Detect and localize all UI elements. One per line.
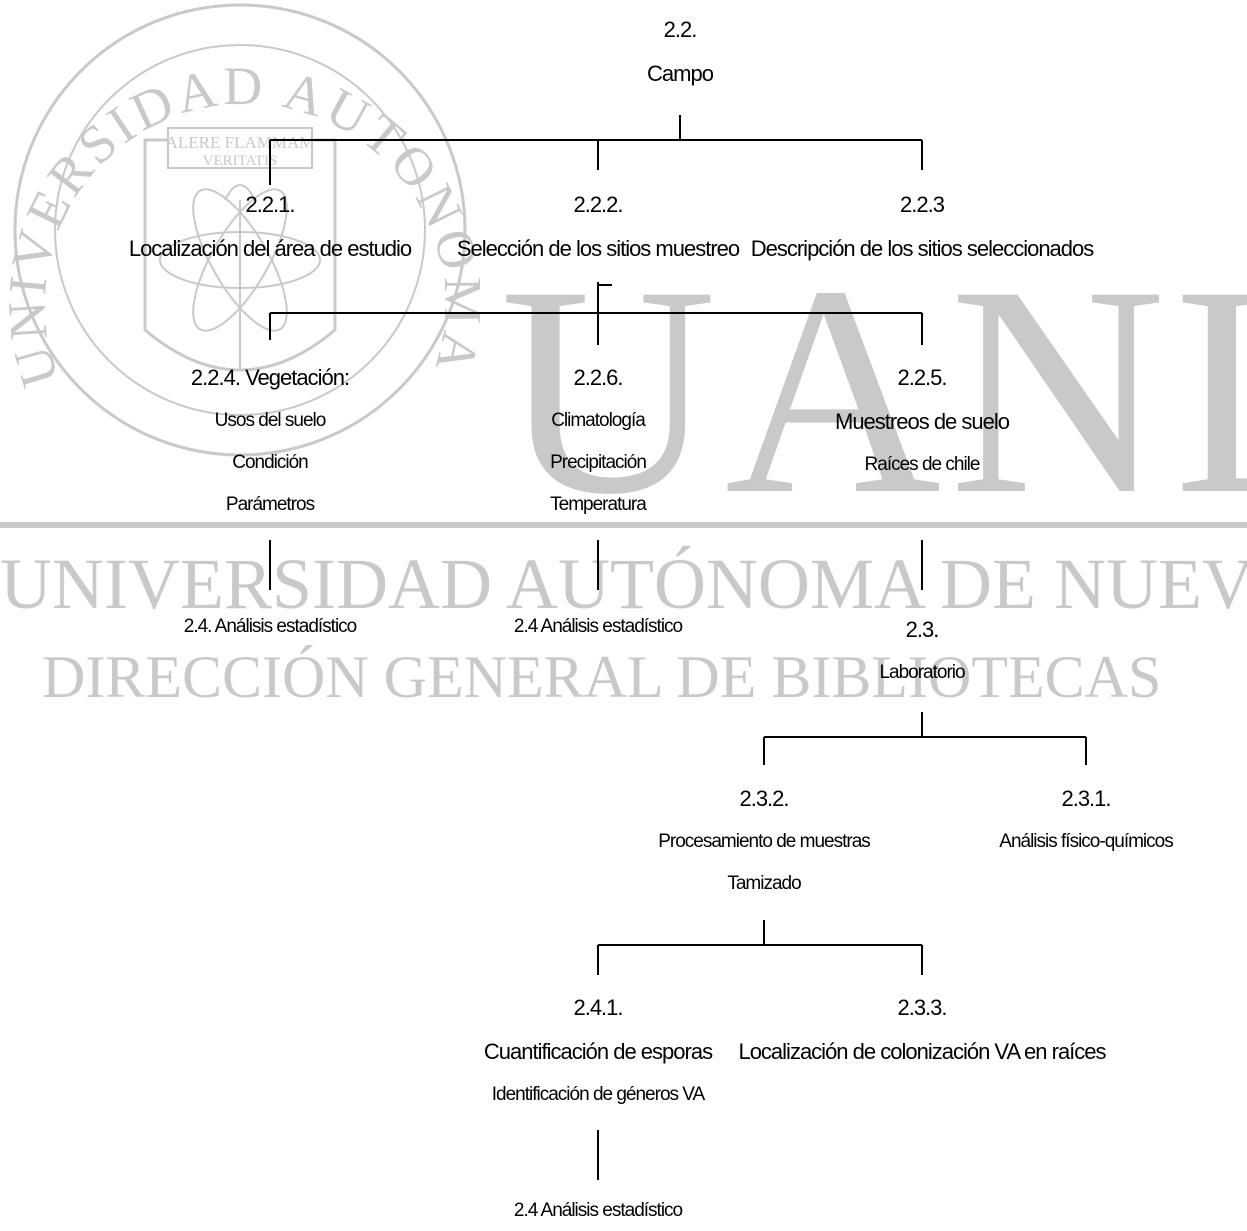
node-number: 2.2.6. bbox=[573, 365, 623, 390]
node-number: 2.2. bbox=[663, 17, 698, 42]
node-item: Climatología bbox=[551, 410, 646, 431]
node-item: Raíces de chile bbox=[864, 454, 981, 475]
node-campo: 2.2. Campo bbox=[647, 8, 714, 96]
node-vegetacion: 2.2.4. Vegetación: Usos del suelo Condic… bbox=[190, 356, 350, 526]
node-title: Campo bbox=[647, 61, 714, 86]
node-title: Análisis físico-químicos bbox=[999, 831, 1173, 852]
node-item: Precipitación bbox=[550, 452, 647, 473]
node-number: 2.2.2. bbox=[573, 192, 623, 217]
node-item: Condición bbox=[232, 452, 309, 473]
node-number: 2.2.3 bbox=[900, 192, 945, 217]
node-number: 2.3.2. bbox=[739, 786, 789, 811]
node-title: Muestreos de suelo bbox=[835, 409, 1010, 434]
node-number: 2.3.3. bbox=[897, 995, 947, 1020]
node-title: Laboratorio bbox=[879, 662, 965, 683]
node-analisis-estadistico: 2.4 Análisis estadístico bbox=[513, 1190, 683, 1231]
node-title: 2.4 Análisis estadístico bbox=[513, 616, 683, 637]
node-item: Temperatura bbox=[550, 494, 647, 515]
node-item: Tamizado bbox=[727, 873, 801, 894]
node-muestreos-suelo: 2.2.5. Muestreos de suelo Raíces de chil… bbox=[835, 356, 1010, 486]
node-number: 2.4.1. bbox=[573, 995, 623, 1020]
node-cuantificacion-esporas: 2.4.1. Cuantificación de esporas Identif… bbox=[483, 986, 713, 1116]
node-seleccion-sitios: 2.2.2. Selección de los sitios muestreo bbox=[456, 183, 740, 271]
node-analisis-fisico-quimicos: 2.3.1. Análisis físico-químicos bbox=[999, 777, 1173, 863]
node-analisis-estadistico: 2.4 Análisis estadístico bbox=[513, 606, 683, 648]
node-localizacion-colonizacion: 2.3.3. Localización de colonización VA e… bbox=[738, 986, 1106, 1074]
node-number: 2.2.1. bbox=[245, 192, 295, 217]
node-title: Localización de colonización VA en raíce… bbox=[738, 1039, 1106, 1064]
node-title: 2.4 Análisis estadístico bbox=[513, 1200, 683, 1221]
node-title: Descripción de los sitios seleccionados bbox=[750, 236, 1095, 261]
node-laboratorio: 2.3. Laboratorio bbox=[879, 608, 965, 694]
node-number: 2.2.5. bbox=[897, 365, 947, 390]
node-number: 2.3.1. bbox=[1061, 786, 1111, 811]
node-item: Usos del suelo bbox=[214, 410, 327, 431]
node-title: 2.2.4. Vegetación: bbox=[190, 365, 350, 390]
node-item: Procesamiento de muestras bbox=[658, 831, 871, 852]
node-title: Localización del área de estudio bbox=[128, 236, 412, 261]
node-title: 2.4. Análisis estadístico bbox=[183, 616, 357, 637]
node-title: Cuantificación de esporas bbox=[483, 1039, 713, 1064]
node-procesamiento-muestras: 2.3.2. Procesamiento de muestras Tamizad… bbox=[658, 777, 871, 905]
node-number: 2.3. bbox=[905, 617, 940, 642]
node-descripcion-sitios: 2.2.3 Descripción de los sitios seleccio… bbox=[750, 183, 1095, 271]
node-item: Parámetros bbox=[225, 494, 315, 515]
node-climatologia: 2.2.6. Climatología Precipitación Temper… bbox=[550, 356, 647, 526]
node-analisis-estadistico: 2.4. Análisis estadístico bbox=[184, 606, 357, 648]
node-item: Identificación de géneros VA bbox=[491, 1084, 705, 1105]
node-title: Selección de los sitios muestreo bbox=[456, 236, 740, 261]
node-localizacion-area: 2.2.1. Localización del área de estudio bbox=[128, 183, 412, 271]
